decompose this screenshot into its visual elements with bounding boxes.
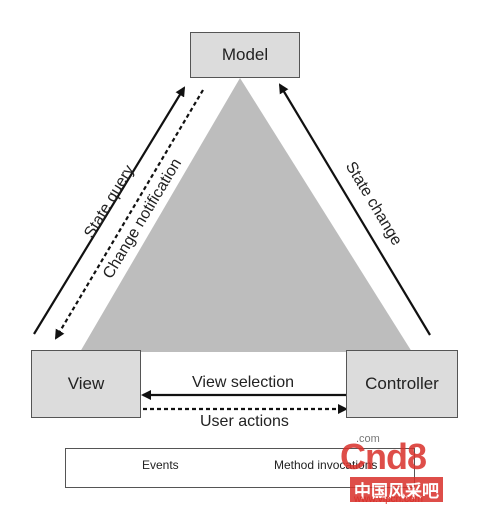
legend-box: Events Method invocations — [65, 448, 415, 488]
view-selection-label: View selection — [192, 374, 294, 391]
model-label: Model — [221, 45, 269, 64]
state-change-arrow — [278, 83, 431, 336]
view-box: View — [31, 350, 141, 418]
legend-events-label: Events — [142, 458, 179, 472]
state-query-arrow — [33, 86, 186, 335]
user-actions-label: User actions — [200, 413, 289, 430]
central-triangle — [80, 78, 412, 352]
legend-method-invocations-label: Method invocations — [274, 458, 378, 472]
change-notification-arrow — [54, 89, 204, 340]
view-label: View — [67, 374, 105, 393]
model-box: Model — [190, 32, 300, 78]
controller-label: Controller — [365, 374, 439, 393]
controller-box: Controller — [346, 350, 458, 418]
